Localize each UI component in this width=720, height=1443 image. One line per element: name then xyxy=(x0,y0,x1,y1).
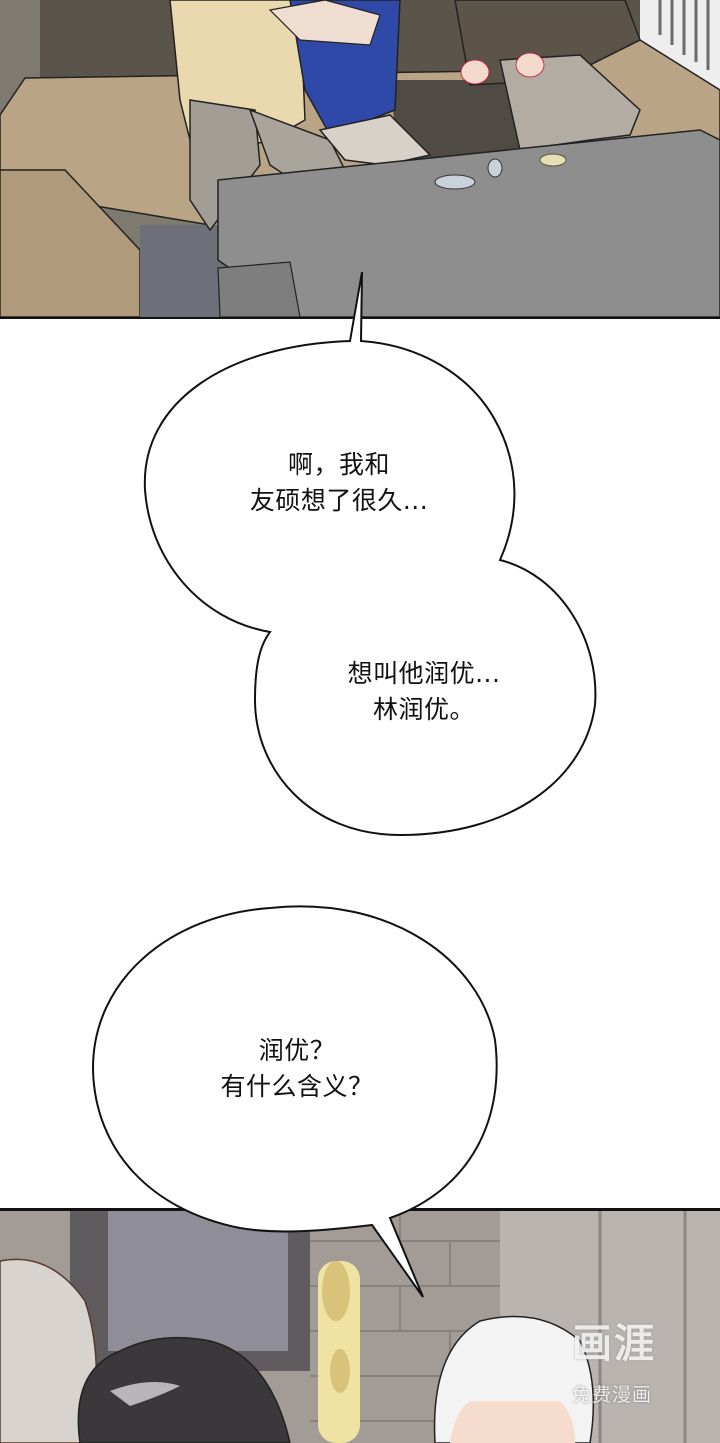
bubble-3-line-2: 有什么含义？ xyxy=(220,1072,374,1101)
bubble-2-line-1: 想叫他润优... xyxy=(347,659,501,688)
speech-bubble-1: 啊，我和 友硕想了很久... xyxy=(236,447,442,519)
bubble-1-line-1: 啊，我和 xyxy=(287,450,390,479)
watermark: 画涯 免费漫画 xyxy=(566,1321,686,1421)
speech-bubble-3: 润优？ 有什么含义？ xyxy=(212,1033,382,1105)
bubble-2-line-2: 林润优。 xyxy=(372,695,475,724)
bubble-3-line-1: 润优？ xyxy=(258,1036,336,1065)
comic-panel-bottom: 画涯 免费漫画 xyxy=(0,1208,720,1443)
watermark-subtitle: 免费漫画 xyxy=(572,1384,653,1406)
speech-bubble-1-2-outline xyxy=(143,271,597,837)
watermark-logo: 画涯 xyxy=(572,1321,656,1367)
speech-bubble-2: 想叫他润优... 林润优。 xyxy=(336,656,512,728)
sofa-scene-illustration xyxy=(0,0,720,317)
comic-panel-top xyxy=(0,0,720,319)
bubble-1-line-2: 友硕想了很久... xyxy=(249,486,429,515)
